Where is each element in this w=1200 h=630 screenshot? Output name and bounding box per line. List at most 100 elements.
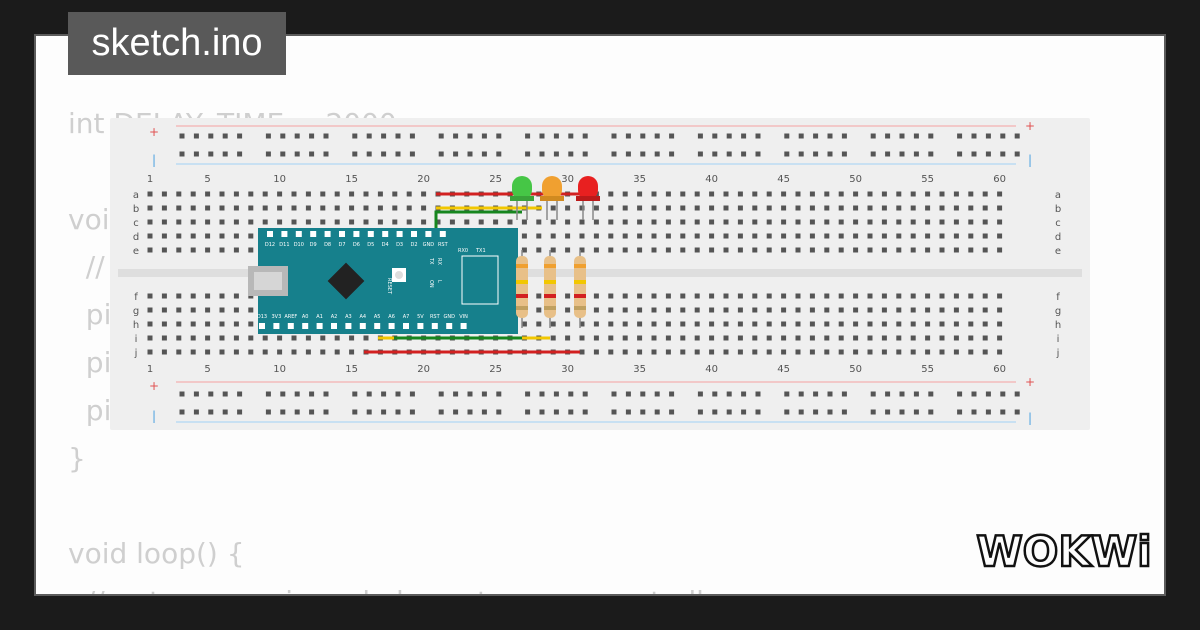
column-number: 35 (633, 174, 646, 185)
wires[interactable] (364, 192, 592, 354)
column-number: 25 (489, 364, 502, 375)
header-pin (345, 323, 352, 329)
code-line: } (68, 441, 86, 475)
header-pin (411, 231, 417, 237)
header-pin (259, 323, 265, 329)
header-pin (367, 231, 374, 237)
column-number: 60 (993, 174, 1006, 185)
breadboard: ++||++|| 1155101015152020252530303535404… (110, 118, 1090, 430)
column-number: 40 (705, 364, 718, 375)
column-number: 20 (417, 364, 430, 375)
pin-label: A6 (388, 314, 395, 320)
led-yellow[interactable] (540, 176, 564, 220)
rail-minus-sign: | (1028, 411, 1032, 425)
pin-label: RST (430, 314, 441, 320)
column-number: 25 (489, 174, 502, 185)
header-pin (316, 323, 323, 329)
rail-plus-sign: + (149, 125, 159, 139)
pin-label: GND (443, 314, 455, 320)
rx0-label: RX0 (458, 248, 468, 254)
header-pin (446, 323, 453, 329)
resistor[interactable] (544, 250, 556, 328)
row-letter: h (1055, 320, 1061, 331)
rail-minus-sign: | (152, 409, 156, 423)
pin-label: D6 (353, 242, 360, 248)
header-pin (431, 323, 438, 329)
pin-label: RST (438, 242, 449, 248)
wire-green-top[interactable] (434, 210, 522, 228)
column-number: 55 (921, 174, 934, 185)
header-pin (267, 231, 273, 237)
column-number: 35 (633, 364, 646, 375)
row-letter: b (133, 204, 139, 215)
pin-label: D5 (367, 242, 374, 248)
row-letter: g (133, 306, 139, 317)
header-pin (287, 323, 294, 329)
header-pin (273, 323, 280, 329)
code-line: void loop() { (68, 537, 245, 571)
header-pin (331, 323, 337, 329)
side-label-l: L (436, 280, 442, 283)
pin-label: D3 (396, 242, 403, 248)
code-line: // put your main code here, to run repea… (68, 578, 728, 594)
pin-label: GND (423, 242, 435, 248)
column-number: 40 (705, 174, 718, 185)
header-pin (396, 231, 403, 237)
pin-label: A1 (316, 314, 323, 320)
row-letter: e (133, 246, 139, 257)
header-pin (310, 231, 317, 237)
rail-minus-sign: | (152, 153, 156, 167)
resistor[interactable] (574, 250, 586, 328)
row-letter: i (135, 334, 138, 345)
side-label-on: ON (428, 280, 434, 288)
rail-plus-sign: + (1025, 119, 1035, 133)
pin-label: A7 (403, 314, 410, 320)
pin-label: 5V (417, 314, 424, 320)
header-pin (382, 231, 389, 237)
pin-label: D4 (382, 242, 389, 248)
row-letter: d (133, 232, 139, 243)
pin-label: A0 (302, 314, 309, 320)
header-pin (374, 323, 381, 329)
row-letter: b (1055, 204, 1061, 215)
column-number: 5 (204, 174, 210, 185)
header-pin (403, 323, 409, 329)
row-letter: a (1055, 190, 1061, 201)
pin-label: D9 (310, 242, 317, 248)
led-red[interactable] (576, 176, 600, 220)
center-channel (118, 269, 1082, 277)
row-letter: c (133, 218, 139, 229)
column-number: 30 (561, 364, 574, 375)
column-number: 1 (147, 364, 153, 375)
column-number: 10 (273, 364, 286, 375)
side-label-tx: TX (428, 257, 434, 265)
file-tab[interactable]: sketch.ino (68, 12, 286, 75)
column-number: 50 (849, 174, 862, 185)
pin-label: D10 (294, 242, 304, 248)
column-number: 30 (561, 174, 574, 185)
row-letter: f (134, 292, 138, 303)
column-number: 45 (777, 364, 790, 375)
wokwi-logo: WOKWi (976, 526, 1152, 577)
column-number: 10 (273, 174, 286, 185)
row-letter: c (1055, 218, 1061, 229)
pin-label: AREF (284, 314, 297, 320)
tx1-label: TX1 (475, 248, 486, 254)
led-green[interactable] (510, 176, 534, 220)
code-line (68, 482, 728, 530)
column-number: 45 (777, 174, 790, 185)
column-number: 55 (921, 364, 934, 375)
pin-label: D12 (265, 242, 275, 248)
rail-minus-sign: | (1028, 153, 1032, 167)
side-label-rx: RX (436, 258, 442, 265)
row-letter: j (134, 348, 138, 359)
pin-label: D13 (257, 314, 267, 320)
header-pin (417, 323, 424, 329)
resistor[interactable] (516, 250, 528, 328)
icsp-header (461, 255, 499, 305)
row-letter: d (1055, 232, 1061, 243)
header-pin (339, 231, 345, 237)
column-number: 20 (417, 174, 430, 185)
header-pin (295, 231, 302, 237)
